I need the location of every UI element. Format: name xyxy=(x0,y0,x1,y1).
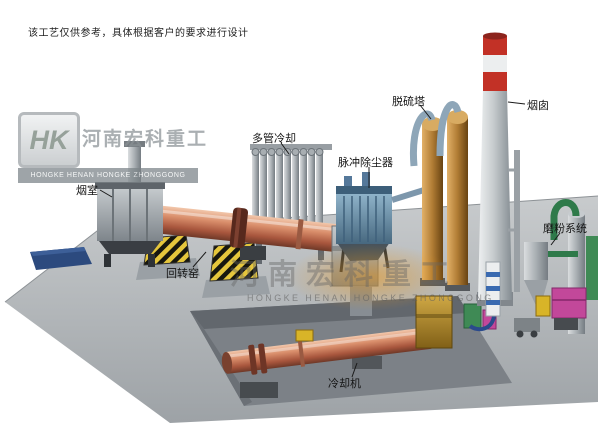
logo-company-name-en: HONGKE HENAN HONGKE ZHONGGONG xyxy=(18,168,198,183)
label-rotary-kiln: 回转窑 xyxy=(166,268,199,280)
watermark-cn: 河南宏科重工 xyxy=(230,259,459,291)
logo-hk-emblem: HK xyxy=(18,112,80,168)
cooling-machine xyxy=(221,327,434,398)
leader-smoke-chamber xyxy=(99,189,113,198)
label-cooling-machine: 冷却机 xyxy=(328,378,361,390)
label-grinding-system: 磨粉系统 xyxy=(543,223,587,235)
watermark-glow xyxy=(288,244,453,310)
leader-chimney xyxy=(507,101,526,105)
company-logo: HK 河南宏科重工 HONGKE HENAN HONGKE ZHONGGONG xyxy=(18,112,206,184)
leader-desulfurization-tower xyxy=(419,104,432,120)
foundation-pad xyxy=(30,247,92,270)
label-chimney: 烟囱 xyxy=(527,100,549,112)
leader-cooling-machine xyxy=(351,362,358,378)
grinding-system xyxy=(514,199,598,338)
chimney xyxy=(477,32,520,306)
logo-company-name-cn: 河南宏科重工 xyxy=(82,129,209,150)
label-desulfurization-tower: 脱硫塔 xyxy=(392,96,425,108)
leader-lines xyxy=(99,101,561,378)
label-pulse-dust-collector: 脉冲除尘器 xyxy=(338,157,393,169)
disclaimer-text: 该工艺仅供参考，具体根据客户的要求进行设计 xyxy=(28,28,249,39)
label-multi-tube-cooler: 多管冷却 xyxy=(252,133,296,145)
label-smoke-chamber: 烟室 xyxy=(76,185,98,197)
leader-grinding-system xyxy=(550,232,561,246)
desulfurization-towers xyxy=(409,101,470,291)
leader-rotary-kiln xyxy=(192,251,207,268)
logo-monogram: HK xyxy=(29,124,69,155)
leader-multi-tube-cooler xyxy=(280,142,290,155)
smoke-chamber xyxy=(95,141,165,267)
watermark-en: HONGKE HENAN HONGKE ZHONGGONG xyxy=(247,293,494,303)
striped-column xyxy=(485,261,501,317)
